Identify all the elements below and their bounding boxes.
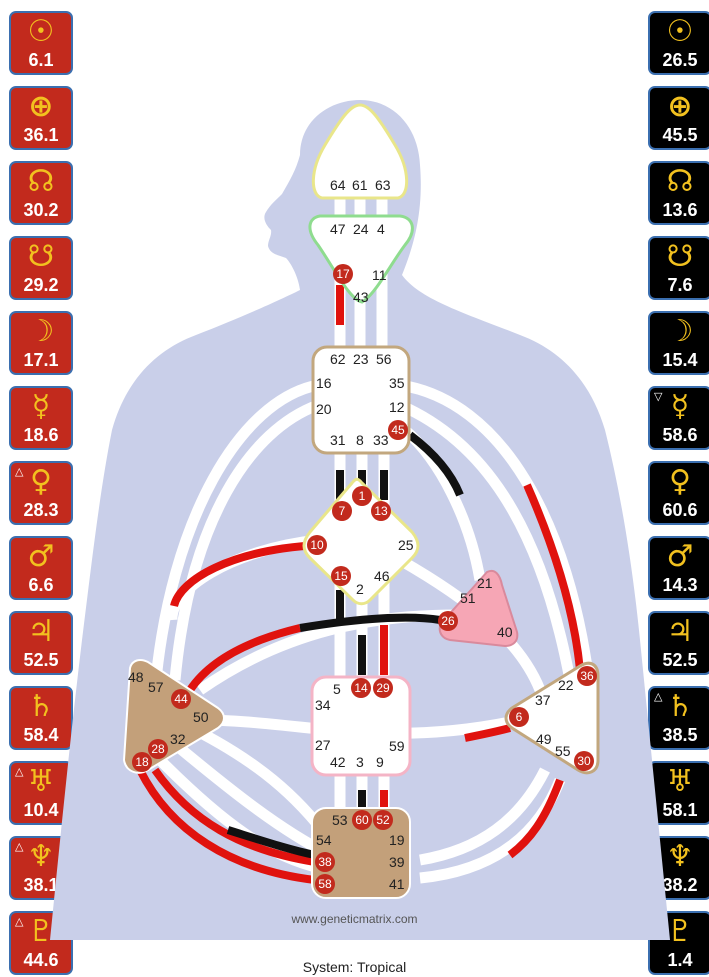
svg-text:30: 30	[577, 754, 591, 768]
gate-dot-15: 15	[331, 566, 351, 586]
gate-9: 9	[376, 754, 384, 770]
gate-2: 2	[356, 581, 364, 597]
gate-54: 54	[316, 832, 332, 848]
gate-57: 57	[148, 679, 164, 695]
gate-dot-14: 14	[351, 678, 371, 698]
gate-41: 41	[389, 876, 405, 892]
gate-12: 12	[389, 399, 405, 415]
gate-dot-30: 30	[574, 751, 594, 771]
gate-43: 43	[353, 289, 369, 305]
gate-42: 42	[330, 754, 346, 770]
gate-25: 25	[398, 537, 414, 553]
gate-3: 3	[356, 754, 364, 770]
gate-5: 5	[333, 681, 341, 697]
svg-text:6: 6	[516, 710, 523, 724]
svg-text:29: 29	[376, 681, 390, 695]
gate-49: 49	[536, 731, 552, 747]
gate-dot-60: 60	[352, 810, 372, 830]
gate-8: 8	[356, 432, 364, 448]
gate-dot-17: 17	[333, 264, 353, 284]
gate-34: 34	[315, 697, 331, 713]
gate-dot-44: 44	[171, 689, 191, 709]
svg-text:13: 13	[374, 504, 388, 518]
gate-40: 40	[497, 624, 513, 640]
svg-text:18: 18	[135, 755, 149, 769]
gate-dot-7: 7	[332, 501, 352, 521]
gate-23: 23	[353, 351, 369, 367]
gate-50: 50	[193, 709, 209, 725]
gate-dot-38: 38	[315, 852, 335, 872]
gate-dot-13: 13	[371, 501, 391, 521]
svg-text:58: 58	[318, 877, 332, 891]
gate-dot-10: 10	[307, 535, 327, 555]
svg-text:36: 36	[580, 669, 594, 683]
gate-dot-18: 18	[132, 752, 152, 772]
gate-20: 20	[316, 401, 332, 417]
svg-text:44: 44	[174, 692, 188, 706]
gate-51: 51	[460, 590, 476, 606]
gate-32: 32	[170, 731, 186, 747]
gate-62: 62	[330, 351, 346, 367]
gate-dot-28: 28	[148, 739, 168, 759]
gate-27: 27	[315, 737, 331, 753]
svg-text:60: 60	[355, 813, 369, 827]
gate-21: 21	[477, 575, 493, 591]
gate-dot-29: 29	[373, 678, 393, 698]
gate-55: 55	[555, 743, 571, 759]
watermark: www.geneticmatrix.com	[0, 912, 709, 926]
gate-11: 11	[372, 267, 387, 283]
svg-text:15: 15	[334, 569, 348, 583]
svg-text:26: 26	[441, 614, 455, 628]
gate-56: 56	[376, 351, 392, 367]
gate-dot-26: 26	[438, 611, 458, 631]
svg-text:10: 10	[310, 538, 324, 552]
svg-text:38: 38	[318, 855, 332, 869]
gate-47: 47	[330, 221, 346, 237]
svg-text:52: 52	[376, 813, 390, 827]
gate-dot-6: 6	[509, 707, 529, 727]
gate-4: 4	[377, 221, 385, 237]
gate-dot-58: 58	[315, 874, 335, 894]
system-label: System: Tropical	[0, 959, 709, 975]
gate-61: 61	[352, 177, 368, 193]
gate-24: 24	[353, 221, 369, 237]
gate-35: 35	[389, 375, 405, 391]
gate-37: 37	[535, 692, 551, 708]
gate-53: 53	[332, 812, 348, 828]
gate-dot-52: 52	[373, 810, 393, 830]
gate-dot-36: 36	[577, 666, 597, 686]
gate-59: 59	[389, 738, 405, 754]
gate-16: 16	[316, 375, 332, 391]
gate-33: 33	[373, 432, 389, 448]
svg-text:1: 1	[359, 489, 366, 503]
gate-39: 39	[389, 854, 405, 870]
gate-22: 22	[558, 677, 574, 693]
gate-dot-45: 45	[388, 420, 408, 440]
svg-text:7: 7	[339, 504, 346, 518]
gate-46: 46	[374, 568, 390, 584]
gate-31: 31	[330, 432, 346, 448]
gate-19: 19	[389, 832, 405, 848]
svg-text:17: 17	[336, 267, 350, 281]
gate-48: 48	[128, 669, 144, 685]
svg-text:14: 14	[354, 681, 368, 695]
gate-63: 63	[375, 177, 391, 193]
gate-64: 64	[330, 177, 346, 193]
svg-text:28: 28	[151, 742, 165, 756]
gate-dot-1: 1	[352, 486, 372, 506]
svg-text:45: 45	[391, 423, 405, 437]
